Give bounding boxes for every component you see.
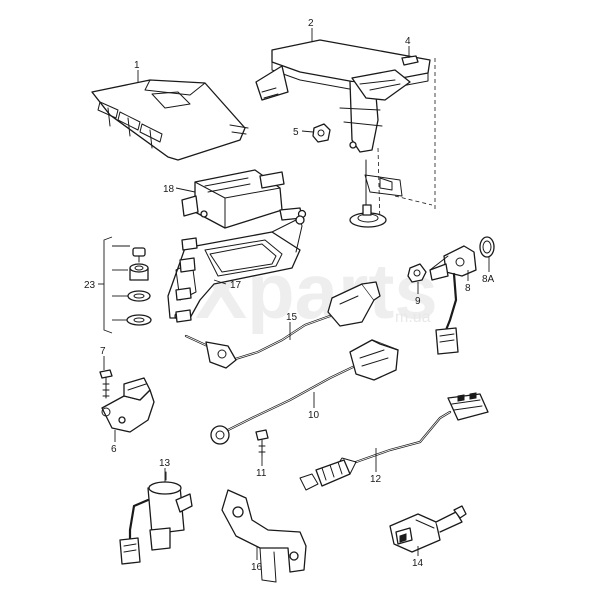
callout-23: 23 [84, 280, 96, 291]
part-16-bracket[interactable] [221, 489, 307, 583]
callout-10: 10 [308, 410, 320, 421]
part-5-nut[interactable] [312, 123, 331, 143]
callout-9: 9 [415, 296, 421, 307]
callout-12: 12 [370, 474, 382, 485]
callout-8: 8 [465, 283, 471, 294]
part-17-mounting-plate[interactable] [167, 215, 305, 320]
callout-11: 11 [256, 468, 267, 479]
rubber-mount[interactable] [349, 159, 387, 228]
callout-15: 15 [286, 312, 298, 323]
callout-18: 18 [163, 184, 175, 195]
part-8a-o-ring[interactable] [479, 236, 495, 258]
watermark-domain: m.ua [395, 309, 431, 326]
callout-8a: 8A [482, 274, 495, 285]
callout-7: 7 [100, 346, 106, 357]
part-12-oxygen-sensor[interactable] [299, 392, 489, 491]
callout-14: 14 [412, 558, 424, 569]
part-7-bolt[interactable] [99, 369, 113, 399]
callout-6: 6 [111, 444, 117, 455]
part-8-speed-sensor[interactable] [429, 245, 477, 355]
part-13-valve[interactable] [119, 471, 193, 565]
part-14-switch[interactable] [389, 505, 467, 553]
callout-labels: 1 2 4 5 18 23 17 9 8 8A 15 7 6 10 11 12 … [84, 18, 495, 573]
part-10-knock-sensor[interactable] [210, 339, 399, 445]
part-4-pad[interactable] [401, 55, 419, 66]
callout-4: 4 [405, 36, 411, 47]
part-18-control-module[interactable] [181, 169, 307, 229]
part-2-mounting-bracket[interactable] [255, 39, 436, 226]
part-15-sensor-cable[interactable] [184, 281, 381, 369]
callout-13: 13 [159, 458, 171, 469]
callout-16: 16 [251, 562, 263, 573]
leader-lines [103, 28, 490, 560]
part-1-control-unit[interactable] [91, 79, 249, 161]
part-9-screw[interactable] [407, 263, 427, 283]
callout-2: 2 [308, 18, 314, 29]
part-11-bolt[interactable] [255, 429, 269, 457]
part-6-sensor[interactable] [101, 377, 155, 433]
callout-1: 1 [134, 60, 140, 71]
callout-5: 5 [293, 127, 299, 138]
callout-17: 17 [230, 280, 242, 291]
part-23-fastener-kit[interactable] [98, 236, 198, 334]
